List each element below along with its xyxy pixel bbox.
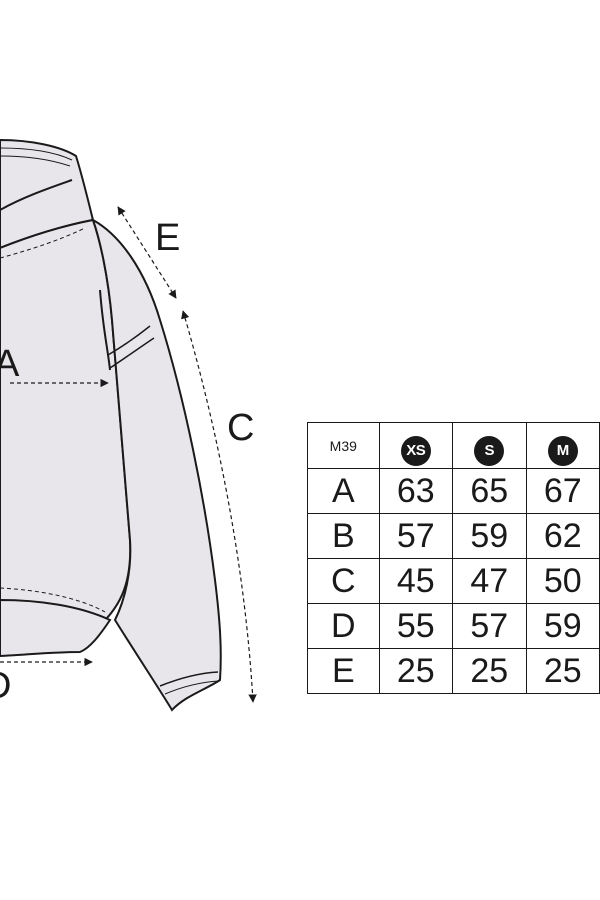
table-cell: 65 — [452, 468, 527, 514]
size-header-m: M — [525, 422, 600, 469]
dimension-label-c: C — [227, 407, 255, 449]
table-row: E 25 25 25 — [307, 648, 600, 694]
row-label: A — [307, 468, 380, 514]
table-cell: 55 — [378, 603, 454, 649]
table-cell: 59 — [452, 513, 527, 559]
row-label: B — [307, 513, 380, 559]
size-header-row: M39 XS S M — [307, 422, 600, 469]
size-header-s: S — [452, 422, 527, 469]
table-row: B 57 59 62 — [307, 513, 600, 559]
table-cell: 25 — [378, 648, 454, 694]
size-chart-table: M39 XS S M A 63 65 67 B 57 59 62 C 45 47… — [307, 422, 600, 694]
table-row: A 63 65 67 — [307, 468, 600, 514]
size-badge: S — [474, 435, 505, 466]
dimension-label-a: A — [0, 343, 20, 385]
waistband-outline — [0, 598, 112, 658]
measure-line-e — [117, 206, 177, 299]
table-row: D 55 57 59 — [307, 603, 600, 649]
table-cell: 63 — [378, 468, 454, 514]
row-label: C — [307, 558, 380, 604]
table-cell: 25 — [452, 648, 527, 694]
size-header-xs: XS — [378, 422, 454, 469]
table-cell: 50 — [525, 558, 600, 604]
model-code: M39 — [307, 422, 380, 469]
size-badge: M — [547, 435, 578, 466]
row-label: E — [307, 648, 380, 694]
dimension-label-d: D — [0, 667, 11, 705]
table-cell: 45 — [378, 558, 454, 604]
dimension-label-e: E — [155, 217, 181, 259]
table-cell: 62 — [525, 513, 600, 559]
table-cell: 25 — [525, 648, 600, 694]
table-cell: 57 — [452, 603, 527, 649]
table-cell: 67 — [525, 468, 600, 514]
table-cell: 57 — [378, 513, 454, 559]
table-row: C 45 47 50 — [307, 558, 600, 604]
table-cell: 47 — [452, 558, 527, 604]
size-badge: XS — [400, 435, 431, 466]
row-label: D — [307, 603, 380, 649]
table-cell: 59 — [525, 603, 600, 649]
